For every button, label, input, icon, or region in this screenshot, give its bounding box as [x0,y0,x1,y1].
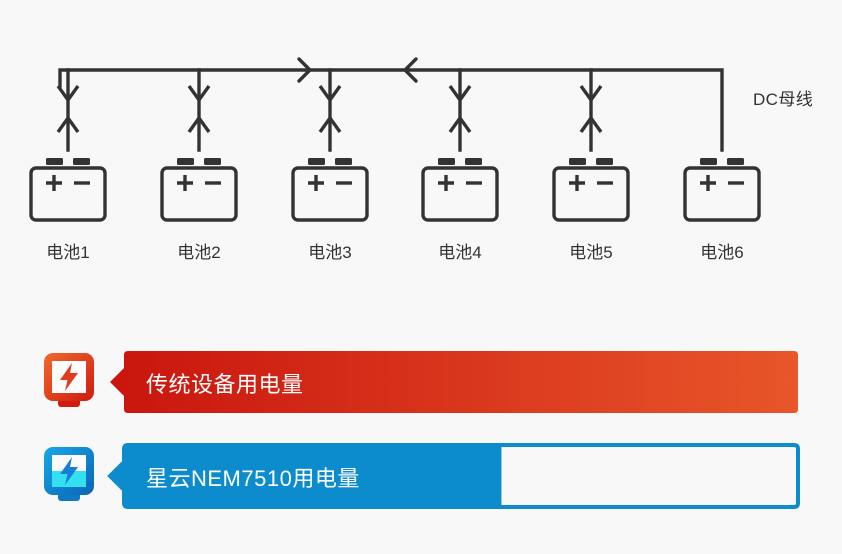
battery-icon-4 [421,158,499,222]
dc-bus-line [58,57,724,152]
branch-arrow-up-2 [187,115,211,133]
battery-icons [29,158,761,222]
branch-arrow-up-5 [579,115,603,133]
bus-arrow-right [297,57,313,83]
battery-label-row: 电池1 电池2 电池3 电池4 电池5 电池6 [0,238,842,266]
battery-icon-6 [683,158,761,222]
bar-row-product: 星云NEM7510用电量 [0,438,842,516]
branch-arrow-down-5 [579,85,603,103]
battery-bus-diagram [29,57,761,222]
battery-icon-1 [29,158,107,222]
battery-branches [56,68,603,152]
battery-icon-3 [291,158,369,222]
battery-label-2: 电池2 [177,243,221,262]
power-meter-red-icon [44,353,94,407]
bar-row-traditional: 传统设备用电量 [0,344,842,422]
battery-label-4: 电池4 [438,243,482,262]
branch-arrow-up-3 [318,115,342,133]
branch-arrow-up-1 [56,115,80,133]
branch-arrow-up-4 [448,115,472,133]
branch-arrow-down-4 [448,85,472,103]
battery-label-5: 电池5 [569,243,613,262]
battery-label-1: 电池1 [46,243,90,262]
dc-bus-main-line [58,68,724,152]
bus-arrow-left [402,57,418,83]
product-energy-bar [107,443,800,509]
traditional-energy-bar [110,351,798,413]
battery-label-3: 电池3 [308,243,352,262]
branch-arrow-down-2 [187,85,211,103]
dc-bus-label: DC母线 [753,90,814,109]
branch-arrow-down-3 [318,85,342,103]
battery-icon-2 [160,158,238,222]
power-meter-blue-icon [44,447,94,501]
battery-label-6: 电池6 [700,243,744,262]
battery-icon-5 [552,158,630,222]
branch-arrow-down-1 [56,85,80,103]
